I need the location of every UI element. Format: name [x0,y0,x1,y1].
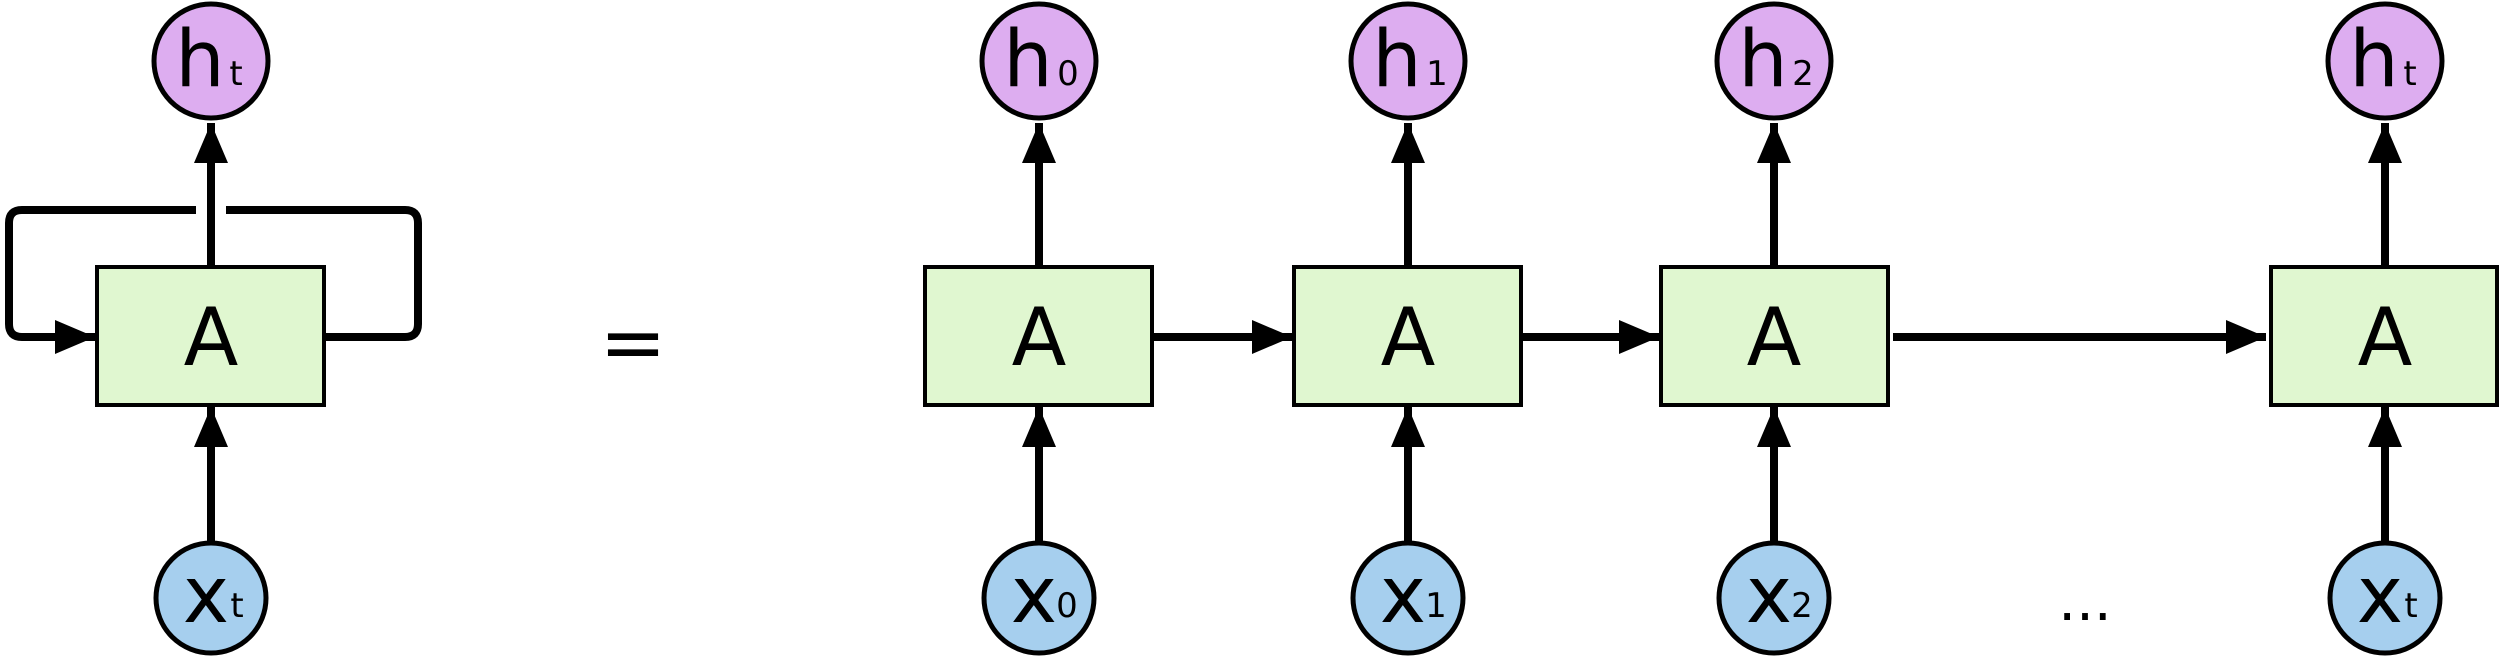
ellipsis: ... [2058,569,2111,634]
output-label: h [2349,15,2398,105]
rnn-block [1659,265,1890,407]
input-label: x [2357,551,2403,641]
input-label: x [1746,551,1792,641]
recurrent-loop-left [5,206,196,354]
recurrent-loop-right [226,206,422,341]
input-subscript: 1 [1425,586,1447,626]
output-node [2325,1,2445,121]
unrolled-step: x 1 A h 1 [1292,1,1523,656]
output-label: h [1372,15,1421,105]
unrolled-rnn: x 0 A h 0 x 1 A h 1 x [923,1,2499,656]
unrolled-step: x 0 A h 0 [923,1,1154,656]
output-subscript: t [2403,54,2416,94]
output-subscript: 1 [1426,54,1448,94]
output-node [979,1,1099,121]
output-node [1348,1,1468,121]
unrolled-step: x 2 A h 2 [1659,1,1890,656]
block-label: A [1747,291,1802,384]
block-label: A [2358,291,2413,384]
unrolled-step: x t A h t [2269,1,2499,656]
equals-sign: = [599,296,666,389]
folded-output-label: h [175,15,224,105]
block-label: A [1381,291,1436,384]
output-subscript: 2 [1792,54,1814,94]
folded-output-node [151,1,271,121]
input-subscript: 2 [1791,586,1813,626]
output-node [1714,1,1834,121]
block-label: A [1012,291,1067,384]
folded-rnn-block [95,265,326,407]
input-subscript: 0 [1056,586,1078,626]
rnn-block [1292,265,1523,407]
output-label: h [1003,15,1052,105]
input-label: x [1380,551,1426,641]
input-subscript: t [2404,586,2417,626]
folded-rnn: x t A h t [5,1,422,656]
folded-block-label: A [184,291,239,384]
output-label: h [1738,15,1787,105]
output-subscript: 0 [1057,54,1079,94]
rnn-block [2269,265,2499,407]
input-label: x [1011,551,1057,641]
folded-input-subscript: t [230,586,243,626]
folded-output-subscript: t [229,54,242,94]
folded-input-label: x [183,551,229,641]
